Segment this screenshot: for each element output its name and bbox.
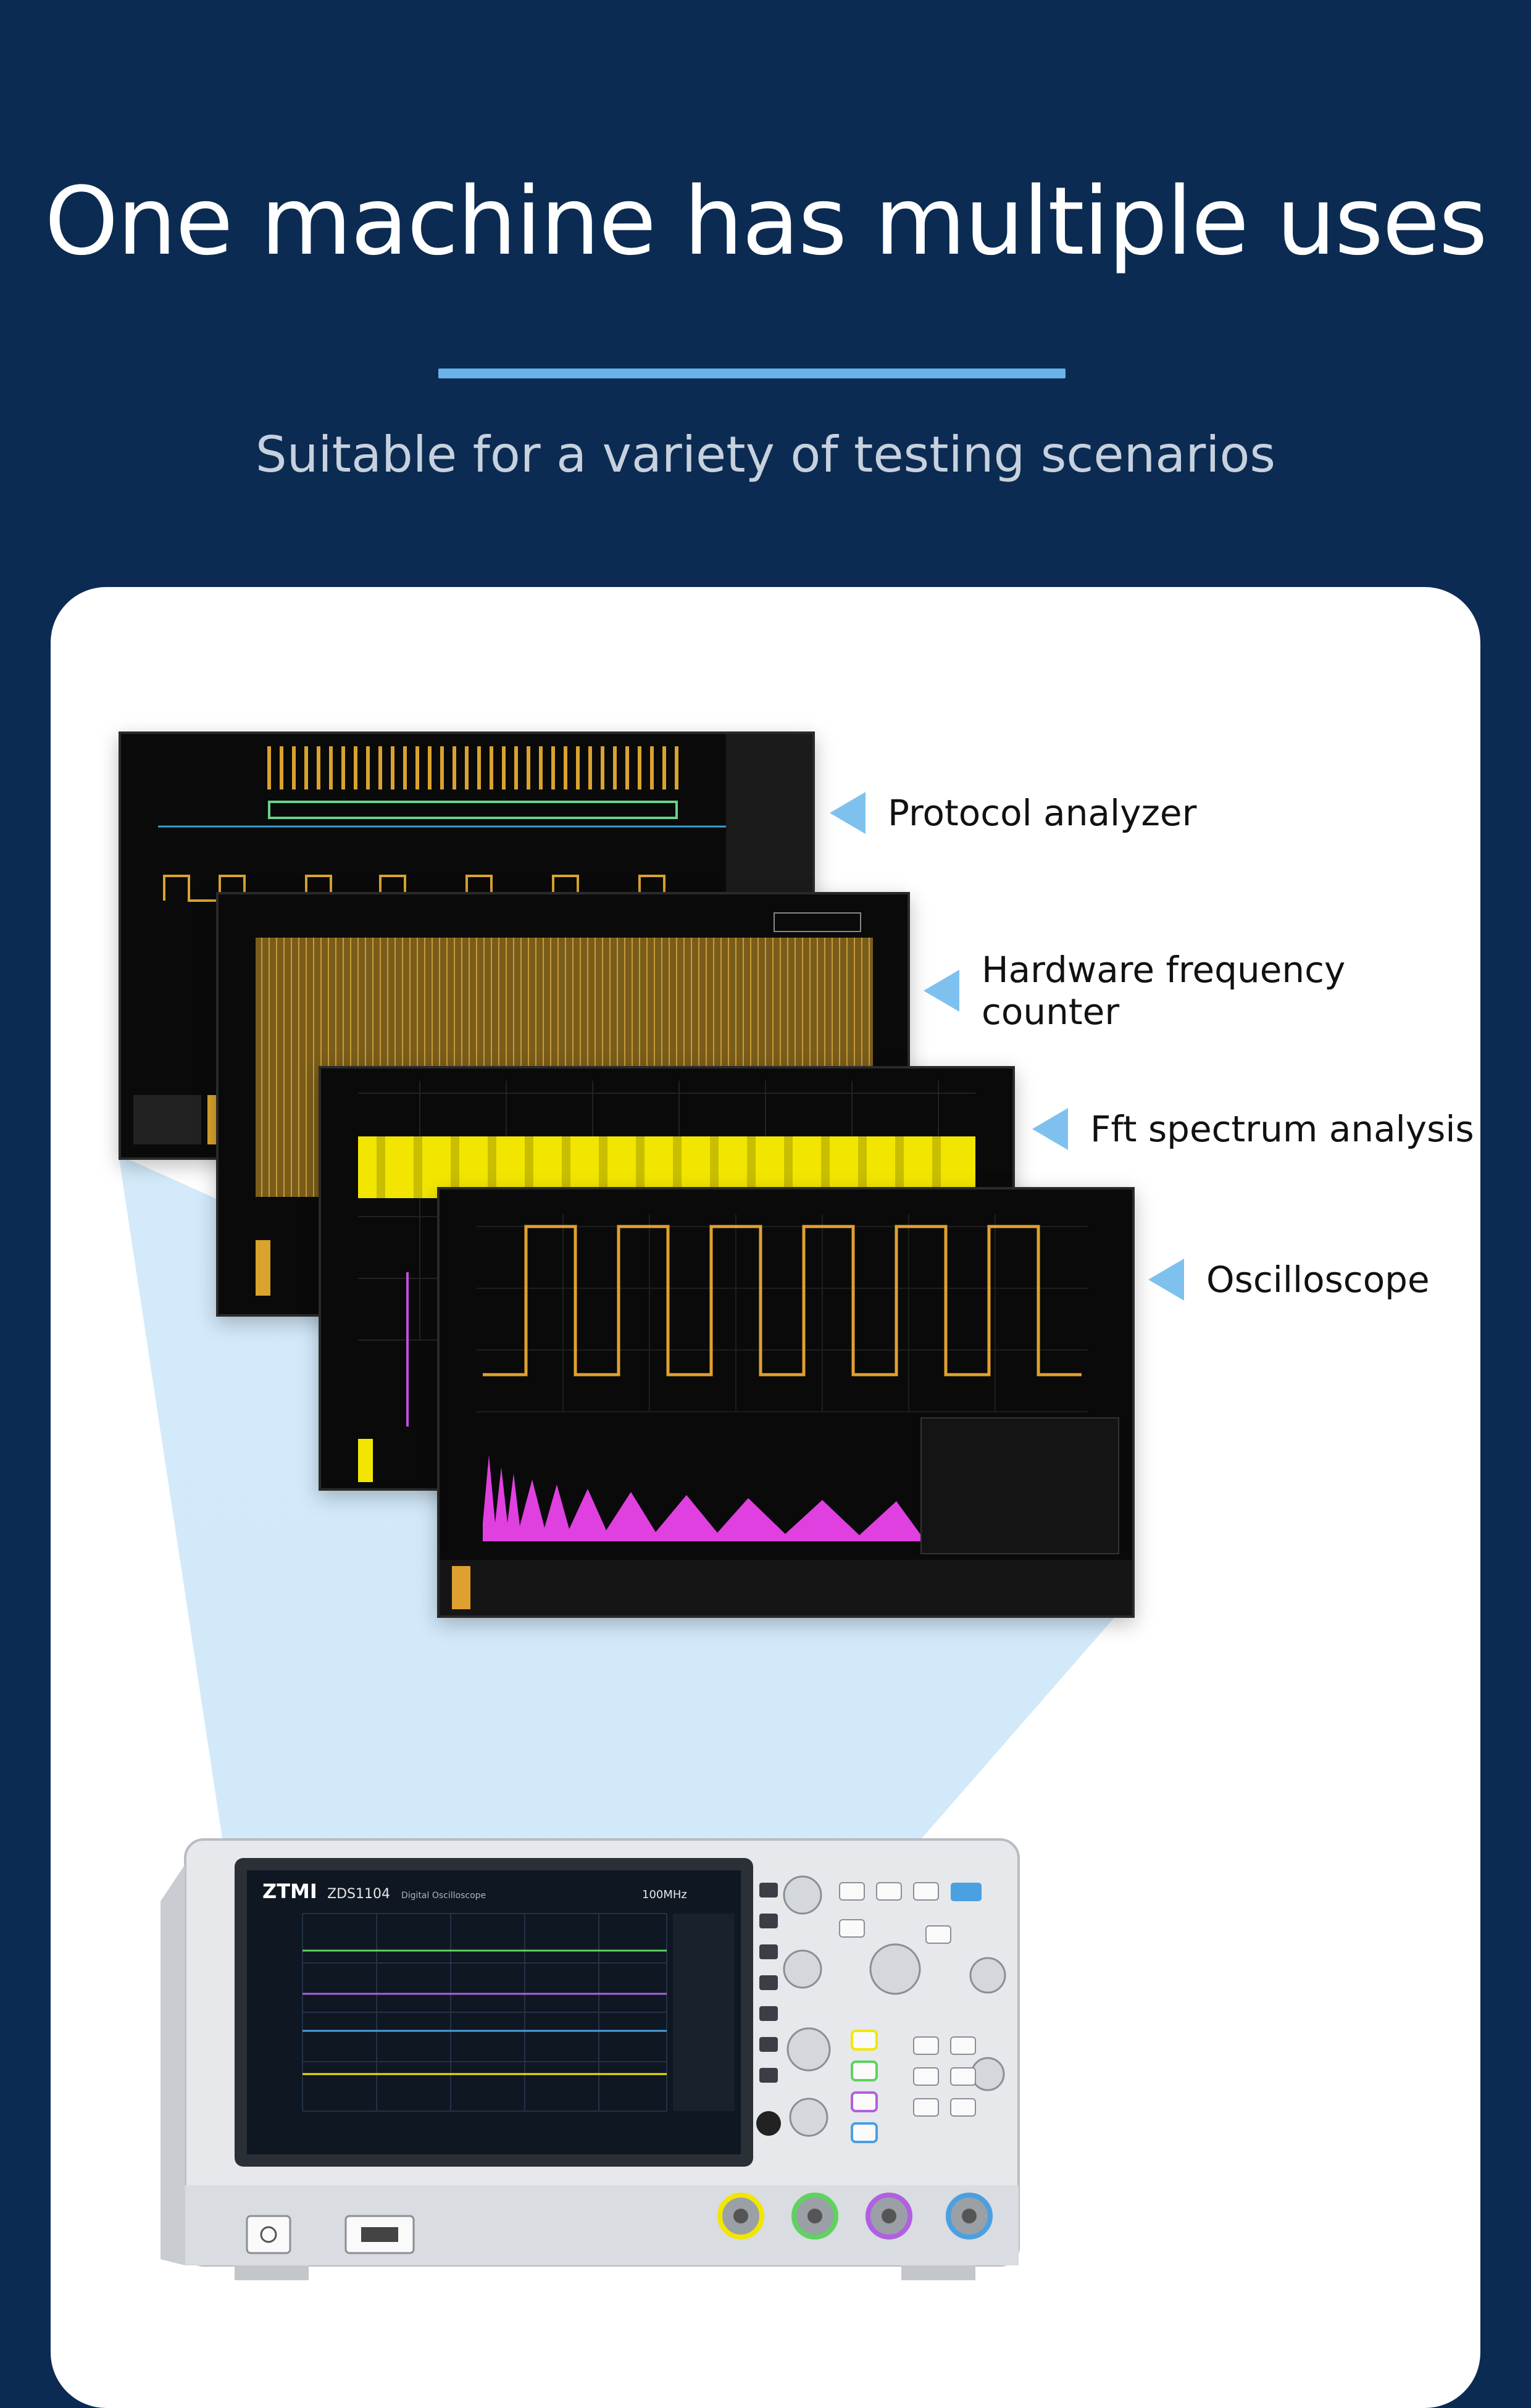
triangle-pointer-icon — [924, 970, 959, 1012]
triangle-pointer-icon — [830, 792, 866, 834]
feature-label: Oscilloscope — [1206, 1259, 1430, 1301]
triangle-pointer-icon — [1148, 1259, 1184, 1301]
page-title: One machine has multiple uses — [44, 167, 1488, 276]
feature-frequency-counter: Hardware frequency counter — [924, 949, 1480, 1033]
feature-card: Protocol analyzer Hardware frequency cou… — [51, 587, 1480, 2408]
page-subtitle: Suitable for a variety of testing scenar… — [255, 426, 1276, 483]
oscilloscope-device: ZTMI ZDS1104 Digital Oscilloscope 100MHz — [123, 1827, 1049, 2321]
device-brand: ZTMI — [262, 1880, 317, 1903]
feature-label: Protocol analyzer — [888, 792, 1197, 834]
triangle-pointer-icon — [1032, 1108, 1068, 1150]
feature-protocol-analyzer: Protocol analyzer — [830, 792, 1196, 834]
device-bandwidth: 100MHz — [642, 1888, 687, 1901]
feature-fft-spectrum: Fft spectrum analysis — [1032, 1108, 1474, 1150]
feature-label: Hardware frequency counter — [982, 949, 1346, 1033]
device-model-desc: Digital Oscilloscope — [401, 1891, 486, 1901]
title-underline — [438, 369, 1066, 378]
device-model: ZDS1104 — [327, 1886, 390, 1902]
feature-oscilloscope: Oscilloscope — [1148, 1259, 1430, 1301]
oscilloscope-screen — [437, 1187, 1135, 1618]
feature-label: Fft spectrum analysis — [1090, 1108, 1474, 1150]
